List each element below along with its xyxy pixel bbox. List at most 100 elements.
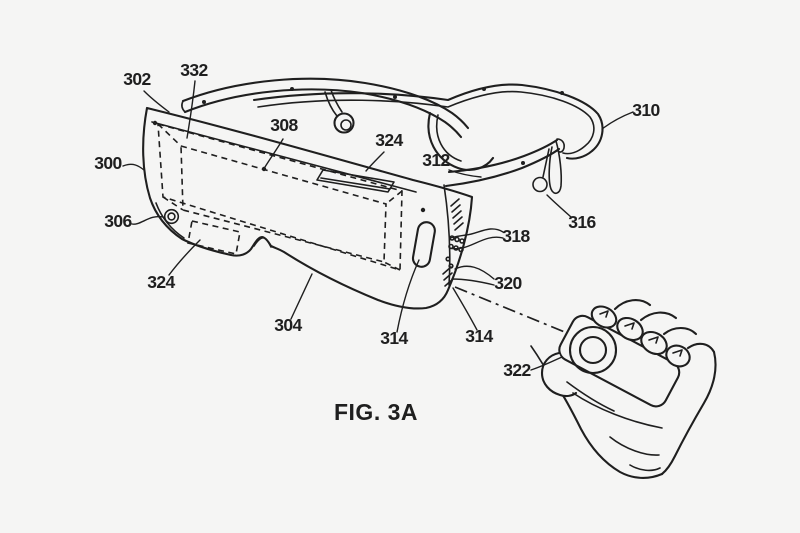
fingernail [648,336,659,344]
bottom-left-vent [187,220,241,255]
finger-body [613,299,652,311]
connector-port [459,238,465,244]
housing-rivet [152,120,158,126]
fingernail [672,349,683,357]
display-front-face [157,122,403,272]
leader-332 [186,80,196,139]
ref-label-300: 300 [94,153,122,173]
arm-rivet [521,161,525,165]
leader-324-top [365,151,385,172]
hand [530,299,717,479]
hinge-curl-inner [436,114,462,162]
leader-310 [601,111,634,130]
temple-arm-left-inner [183,88,463,139]
strap-rivet [482,87,486,91]
palm-crease [629,464,661,472]
ref-label-310: 310 [632,100,660,120]
temple-arm-right-lower [444,147,561,188]
ref-label-308: 308 [270,115,298,135]
finger-body [662,326,698,336]
arm-rivet [202,100,206,104]
bottom-corner-line [155,202,185,239]
leader-320 [451,278,495,286]
display-back-face [180,144,387,264]
housing-ports [163,169,436,268]
nose-notch-inner [253,237,272,248]
palm-crease [566,381,615,412]
leader-314-right [452,287,478,331]
earbud-right [532,176,548,193]
leader-306 [131,215,164,225]
leader-324-bottom [168,239,201,276]
ref-label-322: 322 [503,360,531,380]
control-dial-outer [568,325,618,375]
leader-300 [122,163,145,171]
head-strap-inner-edge [257,90,595,155]
earbud-center-speaker [340,119,352,131]
leader-316 [546,194,572,218]
leader-322 [530,356,563,371]
hinge-curl [427,111,495,172]
endcap-vent-hatch [450,198,464,231]
earbud-right-stem [542,148,550,178]
leader-304 [290,273,313,320]
temple-arm-right-tip [556,138,565,153]
leader-318 [449,228,504,239]
display-depth-edge [157,123,182,147]
leader-312 [448,169,482,178]
earbud-center-stem [324,91,338,117]
endcap-details [442,198,465,287]
fingertip [640,330,668,356]
hinge-curl-outer [427,111,495,172]
temple-arm-right [444,138,565,195]
ref-label-302: 302 [123,69,151,89]
leader-308-dot [261,166,267,172]
knuckle [686,342,716,354]
ref-label-314-left: 314 [380,328,408,348]
ref-label-320: 320 [494,273,522,293]
ref-label-306: 306 [104,211,132,231]
lower-port [445,256,451,262]
top-vent-slot-line [320,177,391,190]
leader-302 [143,90,170,113]
leader-320 [454,265,495,280]
ref-label-318: 318 [502,226,530,246]
leader-314-left [396,259,420,333]
top-surface-edge [151,121,417,193]
temple-arm-left [181,77,470,139]
finger-body [639,311,678,322]
ref-label-316: 316 [568,212,596,232]
ref-label-304: 304 [274,315,302,335]
top-vent-slot [316,169,395,193]
display-dashed-outline [157,122,403,272]
strap-rivet [560,91,564,95]
hand-right-edge [660,350,717,476]
control-dial-inner [578,335,608,365]
leader-318 [449,236,504,250]
temple-arm-right-upper [447,138,559,174]
fingertip [665,344,691,368]
display-depth-edge [385,190,403,205]
side-oval-slot [411,221,436,268]
display-depth-edge [383,261,401,271]
display-depth-edge [162,196,184,211]
connector-port [454,236,460,243]
earbud-center-body [333,112,355,134]
figure-caption: FIG. 3A [334,399,418,425]
housing-rivet [420,207,426,213]
palm-crease [572,392,663,429]
ref-label-332: 332 [180,60,208,80]
palm-crease [609,436,660,456]
earbud-center-stem [330,89,343,113]
temple-arm-left-tip [181,100,186,113]
housing-outline [142,106,474,310]
arm-rivet [290,87,294,91]
headset-housing [142,106,474,310]
strap-rivet [393,95,397,99]
remote-control [540,305,691,472]
front-port-ring [163,208,180,225]
earbud-center [324,89,355,134]
ref-label-312: 312 [422,150,450,170]
